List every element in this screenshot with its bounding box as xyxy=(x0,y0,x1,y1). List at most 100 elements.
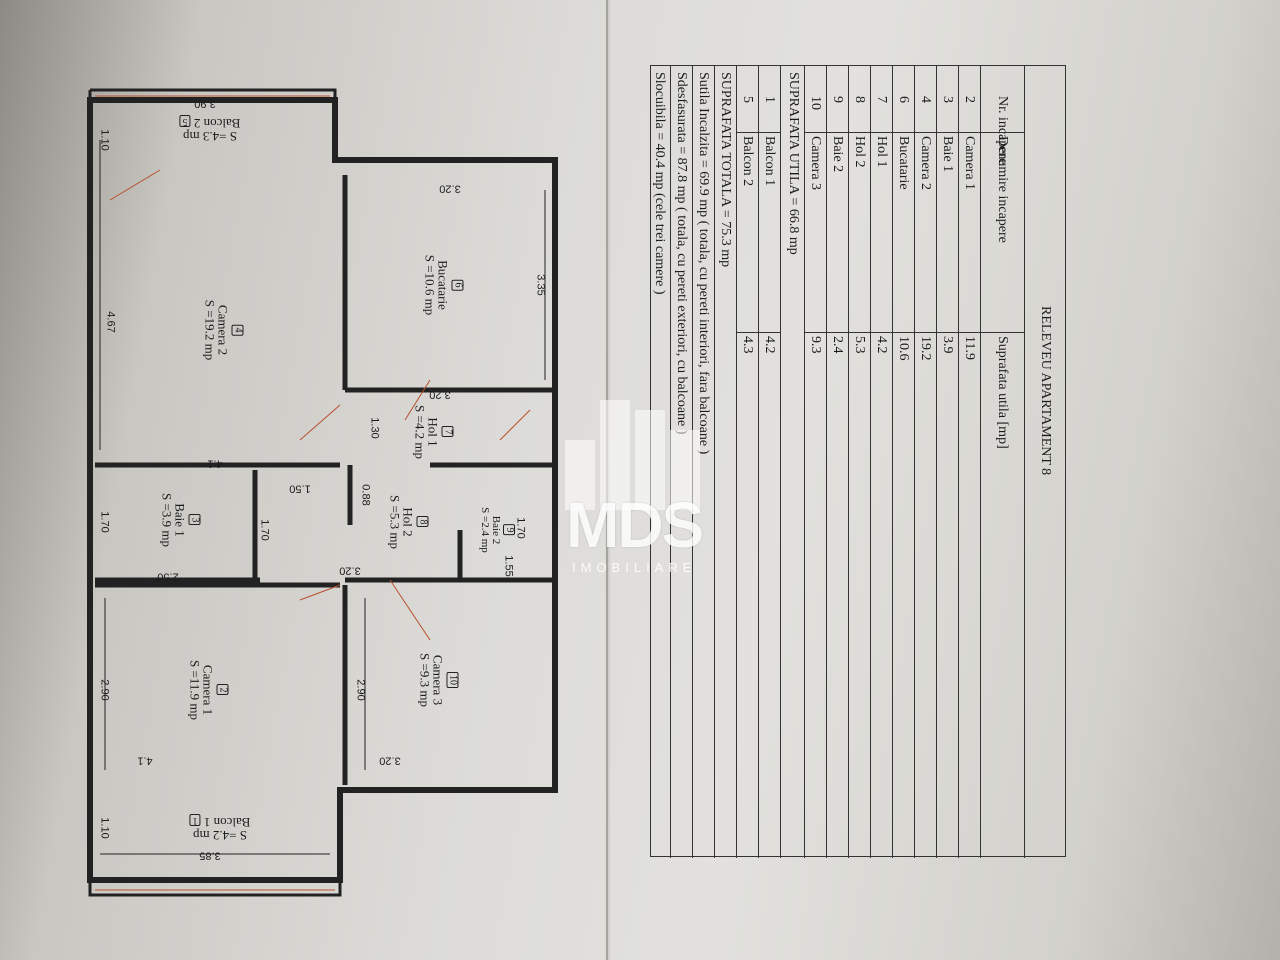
door-camera-1 xyxy=(299,584,341,601)
row-name: Camera 3 xyxy=(808,136,823,191)
dim-baie2-a: 1.70 xyxy=(514,517,527,539)
table-column-divider xyxy=(937,132,958,133)
table-summary-locuibila: Slocuibila = 40.4 mp (cele trei camere ) xyxy=(649,66,671,858)
row-name: Balcon 2 xyxy=(740,136,755,187)
row-name: Baie 2 xyxy=(830,136,845,173)
row-area: 3.9 xyxy=(940,336,955,354)
door-hol xyxy=(499,409,531,441)
table-column-divider xyxy=(849,132,870,133)
watermark-brand: MDS xyxy=(566,489,704,561)
row-area: 5.3 xyxy=(852,336,867,354)
row-nr: 5 xyxy=(740,96,755,103)
table-summary-incalzita: Sutila Incalzita = 69.9 mp ( totala, cu … xyxy=(693,66,715,858)
row-area: 4.2 xyxy=(762,336,777,354)
dim-camera2-len: 4.67 xyxy=(104,311,117,333)
table-column-divider xyxy=(981,332,1024,333)
dim-hol1: 1.30 xyxy=(368,417,381,439)
room-label-camera-1: 2 Camera 1 S =11.9 mp xyxy=(187,660,229,720)
dim-buc-c: 3.20 xyxy=(429,388,451,401)
dim-baie1-a: 1.70 xyxy=(98,511,111,533)
table-column-divider xyxy=(981,132,1024,133)
table-summary-totala: SUPRAFATA TOTALA = 75.3 mp xyxy=(715,66,737,858)
dim-hol2-c: 3.20 xyxy=(339,564,361,577)
header-cell: Suprafata utila [mp] xyxy=(995,336,1010,449)
row-name: Baie 1 xyxy=(940,136,955,173)
door-balcon-2 xyxy=(109,169,161,201)
table-column-divider xyxy=(915,332,936,333)
table-column-divider xyxy=(871,332,892,333)
table-column-divider xyxy=(827,132,848,133)
dim-camera1-w: 2.90 xyxy=(98,679,111,701)
table-column-divider xyxy=(805,332,826,333)
table-column-divider xyxy=(937,332,958,333)
door-camera-3 xyxy=(389,579,431,641)
row-nr: 3 xyxy=(940,96,955,103)
row-name: Bucatarie xyxy=(896,136,911,190)
row-nr: 4 xyxy=(918,96,933,103)
row-name: Camera 2 xyxy=(918,136,933,191)
room-label-balcon-1: S =4.2 mp Balcon 1 1 xyxy=(189,812,250,843)
table-column-divider xyxy=(805,132,826,133)
room-label-hol-2: 8 Hol 2 S =5.3 mp xyxy=(387,495,429,549)
dim-camera3-len: 3.20 xyxy=(379,754,401,767)
row-nr: 8 xyxy=(852,96,867,103)
outer-wall-top xyxy=(87,97,558,590)
outer-wall xyxy=(87,460,558,883)
table-column-divider xyxy=(893,332,914,333)
row-nr: 2 xyxy=(962,96,977,103)
table-summary-utila: SUPRAFATA UTILA = 66.8 mp xyxy=(781,66,805,858)
dim-baie2-b: 1.55 xyxy=(502,555,515,577)
room-label-camera-3: 10 Camera 3 S =9.3 mp xyxy=(417,653,459,707)
row-area: 9.3 xyxy=(808,336,823,354)
table-column-divider xyxy=(827,332,848,333)
row-name: Camera 1 xyxy=(962,136,977,191)
row-nr: 6 xyxy=(896,96,911,103)
table-title-text: RELEVEU APARTAMENT 8 xyxy=(1038,306,1053,476)
row-nr: 7 xyxy=(874,96,889,103)
table-column-divider xyxy=(759,132,780,133)
row-name: Balcon 1 xyxy=(762,136,777,187)
room-label-balcon-2: S =4.3 mp Balcon 2 5 xyxy=(179,113,240,144)
row-area: 4.3 xyxy=(740,336,755,354)
dim-hol2-b: 0.88 xyxy=(359,484,372,506)
summary-text: Sdesfasurata = 87.8 mp ( totala, cu pere… xyxy=(674,72,689,435)
table-column-divider xyxy=(737,332,758,333)
table-column-divider xyxy=(959,332,980,333)
dim-balcon2-w: 1.10 xyxy=(98,129,111,151)
balcon-2-wall xyxy=(88,88,337,100)
room-label-baie-2: 9 Baie 2 S =2.4 mp xyxy=(479,507,515,553)
dim-buc-a: 3.20 xyxy=(439,182,461,195)
row-area: 10.6 xyxy=(896,336,911,361)
room-label-camera-2: 4 Camera 2 S =19.2 mp xyxy=(202,299,244,361)
table-column-divider xyxy=(871,132,892,133)
watermark-sub: IMOBILIARE xyxy=(572,560,697,575)
room-label-hol-1: 7 Hol 1 S =4.2 mp xyxy=(412,405,454,459)
row-nr: 1 xyxy=(762,96,777,103)
balcon-1-wall xyxy=(88,880,342,897)
table-column-divider xyxy=(737,132,758,133)
row-area: 19.2 xyxy=(918,336,933,361)
door-bucatarie xyxy=(404,379,431,421)
dim-balcon2-len: 3.90 xyxy=(194,97,216,110)
dim-baie1-b: 2.50 xyxy=(157,570,179,583)
row-name: Hol 2 xyxy=(852,136,867,168)
row-area: 4.2 xyxy=(874,336,889,354)
table-column-divider xyxy=(759,332,780,333)
table-column-divider xyxy=(915,132,936,133)
row-area: 11.9 xyxy=(962,336,977,360)
dim-hol2-a: 1.50 xyxy=(289,482,311,495)
dim-camera2-w: 4.1 xyxy=(207,457,223,470)
dim-balcon1-len: 3.85 xyxy=(199,849,221,862)
table-summary-desfasurata: Sdesfasurata = 87.8 mp ( totala, cu pere… xyxy=(671,66,693,858)
